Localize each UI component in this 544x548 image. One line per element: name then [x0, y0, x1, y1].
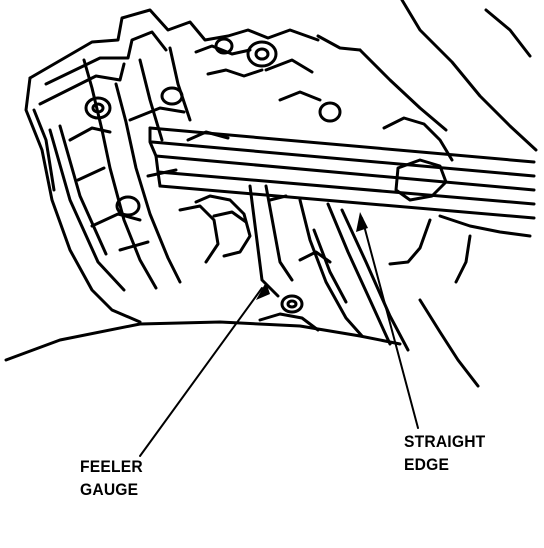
hand	[316, 0, 538, 284]
straight-edge-bar	[148, 126, 536, 220]
leader-lines	[139, 217, 419, 457]
straight-edge-label-line1: STRAIGHT	[404, 432, 486, 451]
feeler-gauge-label-line1: FEELER	[80, 457, 143, 476]
leader-arrowheads	[256, 212, 368, 300]
straight-edge-label-line2: EDGE	[404, 455, 450, 474]
feeler-gauge-label-line2: GAUGE	[80, 480, 139, 499]
feeler-gauge-label: FEELER GAUGE	[80, 455, 143, 501]
bolt-holes	[84, 37, 342, 314]
cylinder-bore	[4, 194, 480, 388]
straight-edge-label: STRAIGHT EDGE	[404, 430, 485, 476]
feeler-gauge-blade	[248, 184, 294, 298]
cylinder-head-casting	[24, 8, 322, 324]
